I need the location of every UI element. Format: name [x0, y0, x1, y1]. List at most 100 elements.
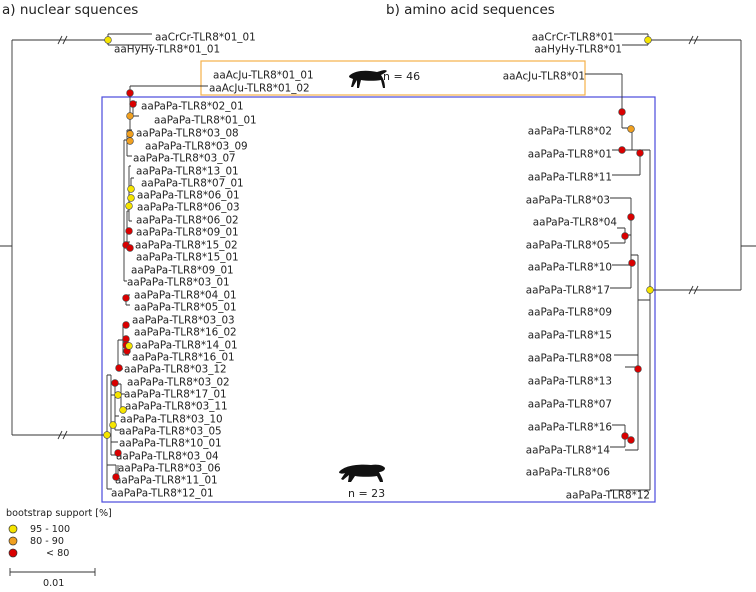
- amino-tip-label: aaPaPa-TLR8*15: [528, 330, 612, 342]
- nuclear-tip-label: aaPaPa-TLR8*03_09: [145, 141, 248, 153]
- nuclear-tip-label: aaPaPa-TLR8*16_01: [132, 352, 235, 364]
- nuclear-support-node: [126, 137, 134, 145]
- nuclear-support-node: [109, 421, 117, 429]
- amino-tip-label: aaPaPa-TLR8*14: [526, 445, 611, 457]
- nuclear-tip-label: aaPaPa-TLR8*11_01: [115, 475, 218, 487]
- legend-label-low: < 80: [46, 548, 69, 559]
- amino-support-node: [634, 365, 642, 373]
- amino-support-node: [627, 436, 635, 444]
- amino-tip-label: aaPaPa-TLR8*06: [526, 467, 610, 479]
- amino-backbone: [612, 149, 651, 490]
- nuclear-support-node: [103, 431, 111, 439]
- amino-tip-label: aaPaPa-TLR8*07: [528, 399, 612, 411]
- amino-outgroup-branch: [614, 33, 741, 46]
- amino-support-node: [627, 213, 635, 221]
- nuclear-tip-label: aaPaPa-TLR8*03_12: [124, 364, 227, 376]
- nuclear-tip-label: aaPaPa-TLR8*16_02: [134, 327, 237, 339]
- amino-tip-label: aaPaPa-TLR8*01: [528, 149, 612, 161]
- acinonyx-count: n = 46: [383, 70, 420, 83]
- nuclear-tip-label: aaPaPa-TLR8*06_01: [137, 190, 240, 202]
- amino-tip-label: aaAcJu-TLR8*01: [503, 71, 585, 83]
- nuclear-support-node: [125, 202, 133, 210]
- nuclear-tip-label: aaPaPa-TLR8*03_11: [125, 401, 228, 413]
- title-amino-acid: b) amino acid sequences: [386, 2, 555, 18]
- amino-mid-branches: [610, 197, 650, 491]
- amino-support-nodes: [618, 36, 654, 444]
- cheetah-icon: [349, 70, 387, 88]
- nuclear-tip-label: aaPaPa-TLR8*03_02: [127, 377, 230, 389]
- nuclear-support-node: [129, 100, 137, 108]
- amino-tip-label: aaPaPa-TLR8*12: [566, 490, 650, 502]
- nuclear-tip-label: aaPaPa-TLR8*09_01: [131, 265, 234, 277]
- panthera-count: n = 23: [348, 487, 385, 500]
- nuclear-support-node: [127, 194, 135, 202]
- nuclear-tip-label: aaPaPa-TLR8*10_01: [119, 438, 222, 450]
- nuclear-support-node: [114, 449, 122, 457]
- nuclear-support-node: [126, 244, 134, 252]
- nuclear-support-node: [111, 379, 119, 387]
- nuclear-support-node: [114, 391, 122, 399]
- nuclear-ingroup-break-mark: [57, 430, 68, 440]
- nuclear-root-branch: [0, 40, 13, 435]
- amino-tip-label: aaHyHy-TLR8*01: [534, 44, 622, 56]
- amino-tip-label: aaPaPa-TLR8*05: [526, 240, 610, 252]
- nuclear-tip-label: aaPaPa-TLR8*03_04: [116, 451, 219, 463]
- nuclear-tip-label: aaPaPa-TLR8*01_01: [154, 115, 257, 127]
- nuclear-support-node: [104, 36, 112, 44]
- jaguar-icon: [339, 464, 385, 482]
- amino-support-node: [621, 232, 629, 240]
- scale-bar-label: 0.01: [43, 578, 64, 588]
- nuclear-support-node: [127, 185, 135, 193]
- nuclear-support-node: [112, 473, 120, 481]
- nuclear-support-node: [126, 112, 134, 120]
- amino-tip-label: aaPaPa-TLR8*16: [528, 422, 612, 434]
- nuclear-tip-label: aaPaPa-TLR8*03_08: [136, 128, 239, 140]
- amino-tip-label: aaPaPa-TLR8*08: [528, 353, 612, 365]
- legend-title: bootstrap support [%]: [6, 508, 112, 519]
- nuclear-tip-label: aaPaPa-TLR8*06_02: [136, 215, 239, 227]
- amino-tip-label: aaPaPa-TLR8*04: [533, 217, 618, 229]
- acinonyx-clade-box: [200, 60, 586, 96]
- amino-tip-label: aaPaPa-TLR8*09: [528, 307, 612, 319]
- nuclear-tip-label: aaPaPa-TLR8*09_01: [136, 227, 239, 239]
- amino-tip-label: aaPaPa-TLR8*11: [528, 172, 612, 184]
- nuclear-tip-label: aaHyHy-TLR8*01_01: [114, 44, 220, 56]
- amino-tip-label: aaPaPa-TLR8*10: [528, 262, 612, 274]
- nuclear-tip-label: aaAcJu-TLR8*01_02: [209, 83, 310, 95]
- nuclear-tip-label: aaPaPa-TLR8*07_01: [141, 178, 244, 190]
- nuclear-tip-label: aaPaPa-TLR8*03_03: [132, 315, 235, 327]
- cheetah-shape: [349, 70, 387, 88]
- nuclear-tip-label: aaPaPa-TLR8*15_02: [135, 240, 238, 252]
- amino-support-node: [621, 432, 629, 440]
- nuclear-tip-label: aaPaPa-TLR8*14_01: [135, 340, 238, 352]
- nuclear-tip-label: aaPaPa-TLR8*03_10: [120, 414, 223, 426]
- nuclear-tip-label: aaCrCr-TLR8*01_01: [155, 32, 256, 44]
- amino-tip-label: aaPaPa-TLR8*02: [528, 126, 612, 138]
- amino-tip-label: aaCrCr-TLR8*01: [532, 32, 614, 44]
- nuclear-support-node: [126, 89, 134, 97]
- nuclear-tip-label: aaAcJu-TLR8*01_01: [213, 70, 314, 82]
- nuclear-support-nodes: [103, 36, 137, 481]
- nuclear-tip-label: aaPaPa-TLR8*03_07: [133, 153, 236, 165]
- nuclear-support-node: [119, 406, 127, 414]
- amino-support-node: [618, 108, 626, 116]
- nuclear-tip-label: aaPaPa-TLR8*12_01: [111, 488, 214, 500]
- nuclear-support-node: [126, 130, 134, 138]
- legend-label-mid: 80 - 90: [30, 536, 64, 547]
- nuclear-tip-label: aaPaPa-TLR8*02_01: [141, 101, 244, 113]
- bootstrap-legend: bootstrap support [%] 95 - 100 80 - 90 <…: [6, 508, 112, 589]
- scale-bar: [9, 568, 96, 576]
- nuclear-tip-label: aaPaPa-TLR8*03_05: [119, 426, 222, 438]
- nuclear-tip-label: aaPaPa-TLR8*04_01: [134, 290, 237, 302]
- nuclear-tip-label: aaPaPa-TLR8*03_01: [127, 277, 230, 289]
- nuclear-tip-label: aaPaPa-TLR8*17_01: [124, 389, 227, 401]
- panthera-clade-box: [101, 96, 656, 503]
- amino-tip-label: aaPaPa-TLR8*13: [528, 376, 612, 388]
- title-nuclear: a) nuclear squences: [2, 2, 138, 18]
- amino-lower-branches: [610, 227, 631, 448]
- nuclear-tip-label: aaPaPa-TLR8*15_01: [136, 252, 239, 264]
- amino-support-node: [627, 125, 635, 133]
